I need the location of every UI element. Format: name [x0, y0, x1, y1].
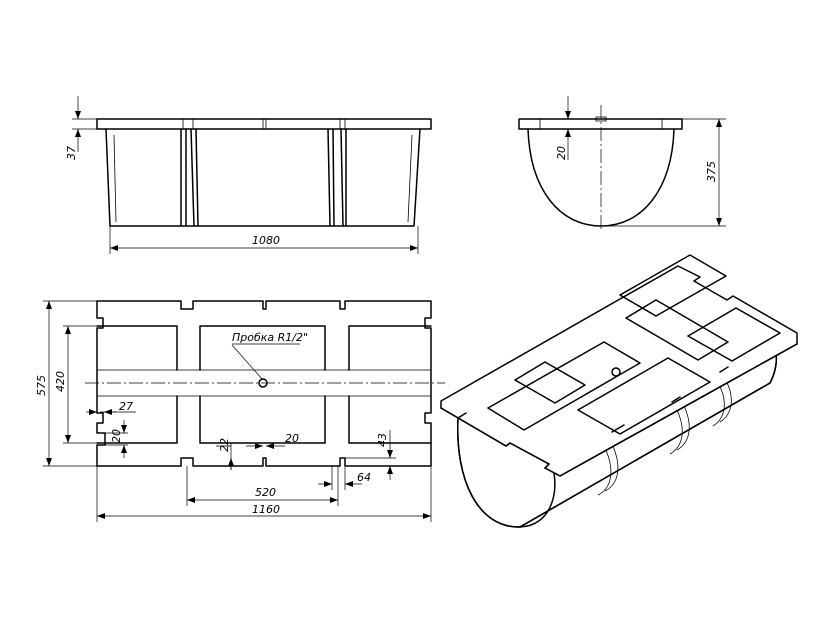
dim-notch-43: 43 — [376, 433, 389, 447]
dim-notch-22: 22 — [218, 438, 231, 452]
dim-notch-64: 64 — [357, 471, 371, 484]
plug-label: Пробка R1/2" — [232, 331, 308, 344]
dim-side-depth: 20 — [555, 146, 568, 160]
isometric-view — [440, 254, 798, 528]
dim-front-length: 1080 — [252, 234, 280, 247]
dim-plan-width-outer: 575 — [35, 375, 48, 396]
side-view — [518, 96, 726, 230]
dim-span-520: 520 — [255, 486, 276, 499]
dim-notch-20-left: 20 — [110, 429, 123, 443]
dim-front-height: 37 — [65, 146, 78, 160]
dim-side-height: 375 — [705, 161, 718, 182]
dim-plan-length: 1160 — [252, 503, 280, 516]
dim-plan-width-inner: 420 — [54, 371, 67, 392]
dim-notch-20-mid: 20 — [285, 432, 299, 445]
dim-notch-27: 27 — [119, 400, 133, 413]
front-view — [72, 96, 432, 254]
plan-view — [43, 300, 445, 522]
